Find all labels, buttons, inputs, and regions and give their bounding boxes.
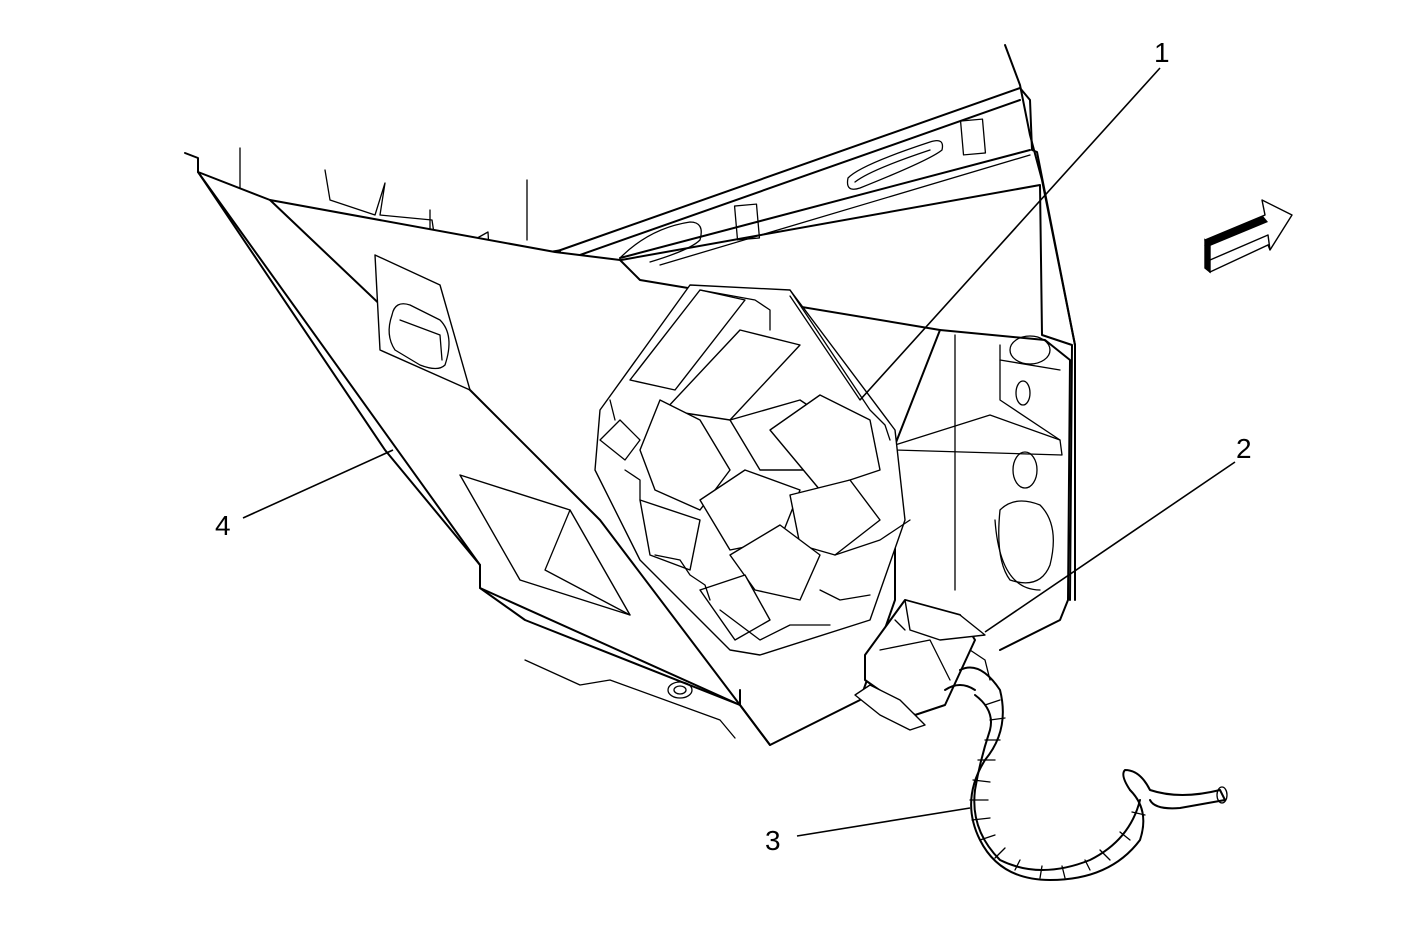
leader-2 xyxy=(984,461,1236,633)
callout-4: 4 xyxy=(215,510,231,541)
leader-4 xyxy=(242,449,394,519)
relay-cubes xyxy=(629,289,881,641)
direction-arrow-icon xyxy=(1204,199,1293,274)
wiring-harness xyxy=(944,666,1228,881)
callout-labels: 1 2 3 4 xyxy=(215,37,1252,856)
callout-3: 3 xyxy=(765,825,781,856)
leader-3 xyxy=(796,807,971,837)
leader-1 xyxy=(859,67,1161,401)
callout-1: 1 xyxy=(1154,37,1170,68)
leader-lines xyxy=(242,67,1236,837)
electrical-connector xyxy=(854,599,991,731)
relay-center xyxy=(594,284,911,656)
callout-2: 2 xyxy=(1236,433,1252,464)
